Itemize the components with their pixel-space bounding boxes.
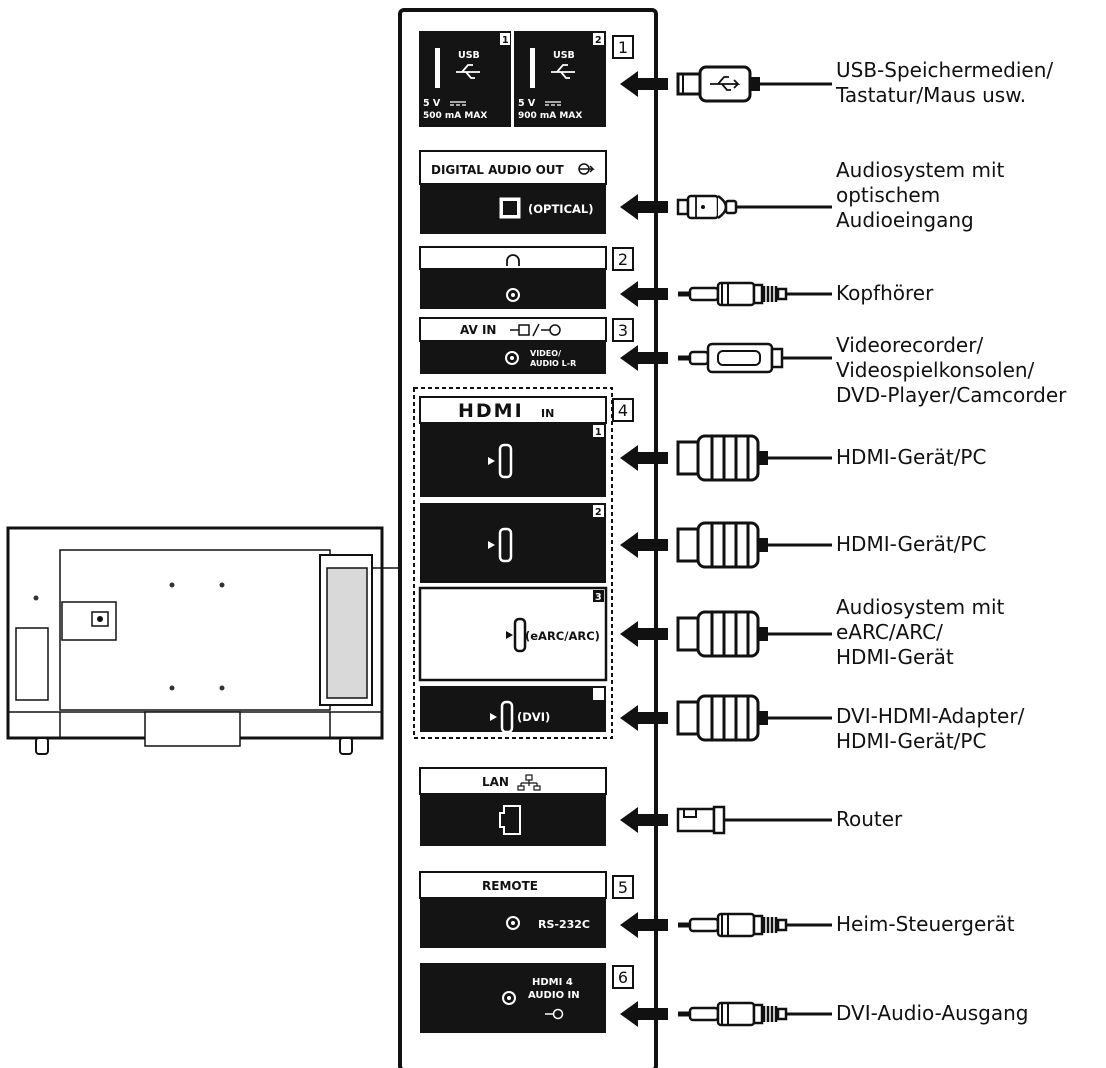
hdmi-3-index: 3 [595, 592, 602, 603]
svg-text:3: 3 [618, 321, 628, 340]
device-label-dvi-audio: DVI-Audio-Ausgang [836, 1001, 1029, 1025]
av-in-port: AV IN VIDEO/ AUDIO L-R [419, 317, 607, 374]
usb-2-label: USB [553, 50, 575, 61]
hdmi-group-frame [413, 387, 613, 739]
device-label-hdmi-4: DVI-HDMI-Adapter/HDMI-Gerät/PC [836, 704, 1025, 753]
device-label-headphones: Kopfhörer [836, 281, 934, 305]
lan-port: LAN [419, 767, 607, 846]
av-in-sub1: VIDEO/ [530, 349, 561, 358]
device-label-remote: Heim-Steuergerät [836, 912, 1015, 936]
audio-in-icon [545, 1008, 564, 1020]
svg-text:5: 5 [618, 878, 628, 897]
usb-2-current: 900 mA MAX [518, 111, 582, 121]
hdmi-audio-line2: AUDIO IN [528, 990, 580, 1001]
remote-plug-icon [678, 914, 832, 936]
svg-text:1: 1 [618, 38, 628, 57]
hdmi-2-index: 2 [595, 507, 602, 518]
hdmi-port-4: 4 (DVI) [420, 686, 606, 734]
remote-title: REMOTE [482, 879, 538, 893]
av-in-title: AV IN [460, 323, 496, 337]
tv-back-view [6, 526, 400, 755]
network-icon [517, 774, 541, 791]
hdmi-plug-icon-4 [676, 694, 834, 742]
av-in-sub2: AUDIO L-R [530, 359, 576, 368]
usb-1-voltage: 5 V [423, 98, 441, 109]
lan-plug-icon [676, 805, 832, 835]
headphone-port [419, 246, 607, 309]
hdmi-4-index: 4 [595, 690, 602, 701]
section-number-1: 1 [612, 35, 634, 59]
hdmi-logo: HDMI [458, 400, 524, 422]
hdmi-header: HDMI IN [419, 396, 607, 424]
device-label-av: Videorecorder/Videospielkonsolen/DVD-Pla… [836, 333, 1067, 407]
hdmi-plug-icon-2 [676, 521, 834, 569]
usb-1-label: USB [458, 50, 480, 61]
usb-port-2: USB 2 5 V 900 mA MAX [514, 31, 606, 127]
hdmi-port-2: 2 [420, 503, 606, 583]
hdmi-audio-line1: HDMI 4 [532, 977, 573, 988]
remote-port: REMOTE RS-232C [419, 871, 607, 948]
lan-title: LAN [482, 775, 509, 789]
hdmi-in-label: IN [541, 407, 554, 420]
digital-audio-out-port: DIGITAL AUDIO OUT (OPTICAL) [419, 150, 607, 234]
hdmi-port-1: 1 [420, 423, 606, 497]
device-label-usb: USB-Speichermedien/Tastatur/Maus usw. [836, 58, 1054, 107]
usb-1-index: 1 [502, 35, 509, 46]
device-label-lan: Router [836, 807, 903, 831]
usb-1-current: 500 mA MAX [423, 111, 487, 121]
digital-audio-title: DIGITAL AUDIO OUT [431, 163, 565, 177]
hdmi-plug-icon-3 [676, 610, 834, 658]
headphone-plug-icon [678, 283, 832, 305]
digital-out-icon [578, 163, 595, 175]
headphone-icon [506, 254, 520, 266]
usb-2-voltage: 5 V [518, 98, 536, 109]
hdmi-audio-in-port: HDMI 4 AUDIO IN [420, 963, 606, 1033]
hdmi-3-label: (eARC/ARC) [525, 629, 600, 643]
hdmi-plug-icon-1 [676, 434, 834, 482]
section-number-6: 6 [612, 965, 634, 989]
usb-2-index: 2 [595, 35, 602, 46]
section-number-2: 2 [612, 247, 634, 271]
optical-plug-icon [676, 194, 832, 220]
section-number-4: 4 [612, 398, 634, 422]
svg-text:6: 6 [618, 968, 628, 987]
audio-plug-icon [678, 1003, 832, 1025]
hdmi-4-label: (DVI) [517, 710, 550, 724]
video-audio-in-icon [510, 323, 561, 337]
section-number-5: 5 [612, 875, 634, 899]
usb-port-1: USB 1 5 V 500 mA MAX [419, 31, 511, 127]
usb-plug-icon [676, 65, 832, 103]
hdmi-port-3: 3 (eARC/ARC) [418, 586, 608, 682]
svg-text:4: 4 [618, 401, 628, 420]
optical-label: (OPTICAL) [528, 202, 594, 216]
hdmi-1-index: 1 [595, 427, 602, 438]
section-number-3: 3 [612, 318, 634, 342]
device-label-hdmi-1: HDMI-Gerät/PC [836, 445, 987, 469]
remote-sub: RS-232C [538, 918, 590, 931]
device-label-hdmi-2: HDMI-Gerät/PC [836, 532, 987, 556]
svg-text:2: 2 [618, 250, 628, 269]
av-plug-icon [678, 342, 832, 374]
